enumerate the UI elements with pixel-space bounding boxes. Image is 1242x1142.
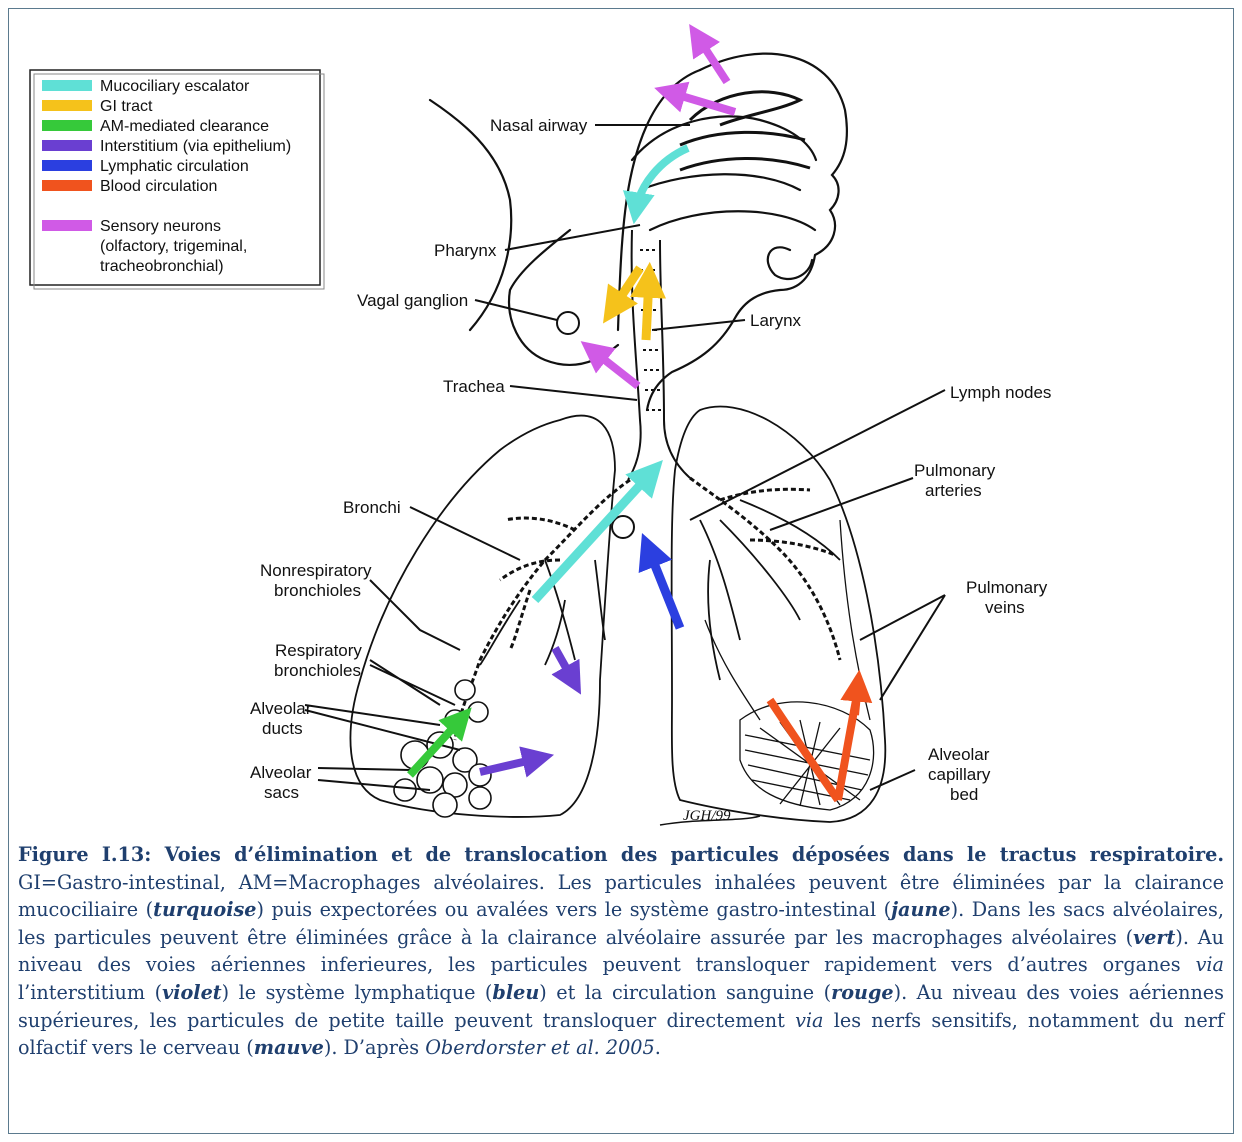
legend-label: tracheobronchial) <box>100 258 224 275</box>
caption-reference: Oberdorster et al. 2005 <box>425 1036 655 1059</box>
legend-swatch <box>42 120 92 131</box>
vagal-ganglion-circle <box>557 312 579 334</box>
label-respiratory-bronchioles: Respiratory <box>275 641 362 660</box>
label-trachea: Trachea <box>443 377 505 396</box>
caption-color-turquoise: turquoise <box>153 898 256 921</box>
legend-label: Mucociliary escalator <box>100 78 250 95</box>
label-alveolar-sacs: Alveolar <box>250 763 312 782</box>
figure-caption: Figure I.13: Voies d’élimination et de t… <box>18 841 1224 1062</box>
caption-color-bleu: bleu <box>492 981 539 1004</box>
label-lymph-nodes: Lymph nodes <box>950 383 1051 402</box>
legend-label: AM-mediated clearance <box>100 118 269 135</box>
caption-text: ). D’après <box>324 1036 425 1059</box>
label-alveolar-ducts: Alveolar <box>250 699 312 718</box>
sensory-arrow-vagal <box>592 350 638 386</box>
label-nonrespiratory-bronchioles: bronchioles <box>274 581 361 600</box>
alveolar-sacs <box>394 680 491 817</box>
caption-color-jaune: jaune <box>891 898 950 921</box>
legend-label: Blood circulation <box>100 178 217 195</box>
label-nonrespiratory-bronchioles: Nonrespiratory <box>260 561 372 580</box>
interstitium-arrow-upper <box>555 648 574 682</box>
lymphatic-arrow <box>648 548 680 628</box>
caption-color-violet: violet <box>162 981 222 1004</box>
label-pharynx: Pharynx <box>434 241 497 260</box>
label-pulmonary-arteries: Pulmonary <box>914 461 996 480</box>
legend-label: GI tract <box>100 98 153 115</box>
caption-text: . <box>655 1036 661 1059</box>
legend-label: Sensory neurons <box>100 218 221 235</box>
bronchial-tree <box>455 478 840 740</box>
caption-lead: Figure I.13: Voies d’élimination et de t… <box>18 843 1224 866</box>
legend-swatch <box>42 100 92 111</box>
legend-swatch <box>42 180 92 191</box>
label-pulmonary-veins: veins <box>985 598 1025 617</box>
label-larynx: Larynx <box>750 311 802 330</box>
leader-lines <box>305 125 945 790</box>
label-pulmonary-veins: Pulmonary <box>966 578 1048 597</box>
legend: Mucociliary escalator GI tract AM-mediat… <box>30 70 324 289</box>
sensory-arrow-nasal-up <box>697 36 727 82</box>
lymph-node-circle <box>612 516 634 538</box>
legend-label: Interstitium (via epithelium) <box>100 138 291 155</box>
label-nasal-airway: Nasal airway <box>490 116 588 135</box>
gi-tract-arrow-down <box>612 268 640 310</box>
label-pulmonary-arteries: arteries <box>925 481 982 500</box>
legend-swatch <box>42 80 92 91</box>
anatomy-labels: Nasal airway Pharynx Vagal ganglion Lary… <box>250 116 1051 824</box>
caption-text: l’interstitium ( <box>18 981 162 1004</box>
legend-swatch <box>42 140 92 151</box>
caption-text: ) et la circulation sanguine ( <box>539 981 831 1004</box>
caption-via: via <box>795 1009 823 1032</box>
gi-tract-arrow-up <box>646 278 649 340</box>
caption-color-rouge: rouge <box>831 981 893 1004</box>
caption-via: via <box>1196 953 1224 976</box>
label-alveolar-capillary-bed: bed <box>950 785 978 804</box>
legend-label: Lymphatic circulation <box>100 158 249 175</box>
interstitium-arrow-lower <box>480 758 540 772</box>
caption-color-vert: vert <box>1133 926 1175 949</box>
label-alveolar-ducts: ducts <box>262 719 303 738</box>
label-bronchi: Bronchi <box>343 498 401 517</box>
caption-text: ) le système lymphatique ( <box>222 981 493 1004</box>
caption-text: ) puis expectorées ou avalées vers le sy… <box>257 898 892 921</box>
caption-color-mauve: mauve <box>254 1036 324 1059</box>
pathway-arrows <box>410 36 858 800</box>
label-respiratory-bronchioles: bronchioles <box>274 661 361 680</box>
label-alveolar-capillary-bed: capillary <box>928 765 991 784</box>
mucociliary-arrow-bronchi <box>535 472 652 600</box>
legend-swatch <box>42 160 92 171</box>
label-vagal-ganglion: Vagal ganglion <box>357 291 468 310</box>
capillary-bed <box>705 520 874 810</box>
blood-arrow <box>855 684 858 715</box>
legend-label: (olfactory, trigeminal, <box>100 238 247 255</box>
respiratory-diagram: Mucociliary escalator GI tract AM-mediat… <box>0 0 1242 840</box>
legend-swatch <box>42 220 92 231</box>
label-alveolar-sacs: sacs <box>264 783 299 802</box>
label-alveolar-capillary-bed: Alveolar <box>928 745 990 764</box>
